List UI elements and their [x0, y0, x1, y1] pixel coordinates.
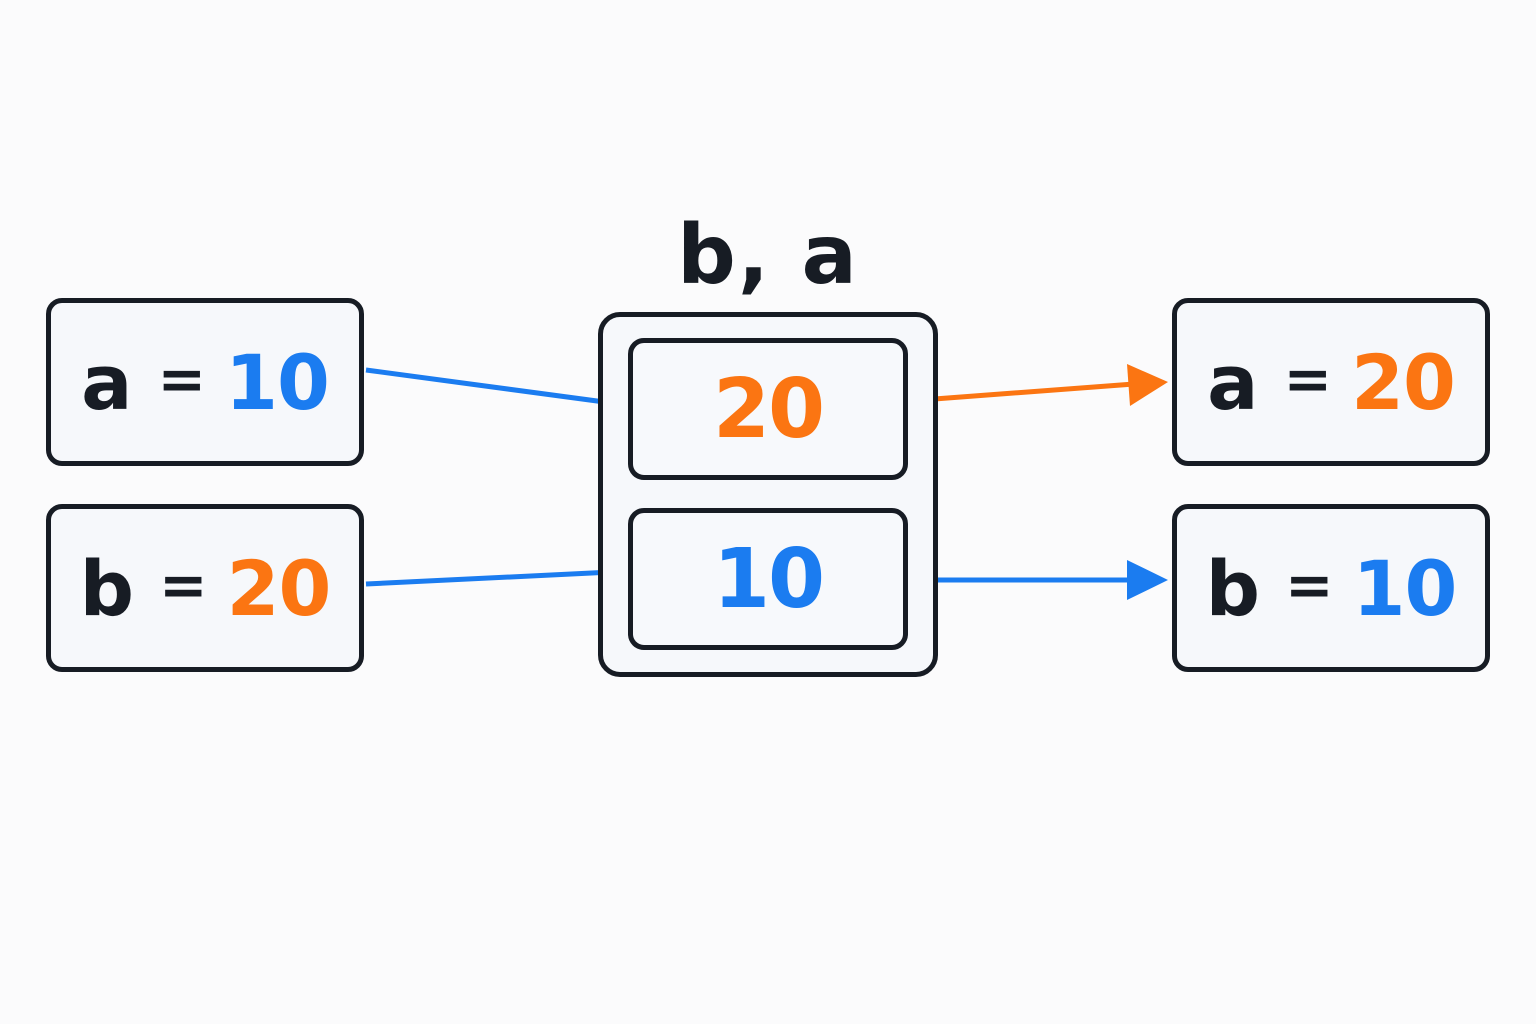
before-b-value: 20 — [226, 543, 332, 633]
tuple-bottom-value: 10 — [712, 531, 825, 627]
before-a-equals: = — [157, 345, 206, 413]
after-a-equals: = — [1283, 345, 1332, 413]
before-b-name: b — [79, 543, 134, 633]
before-a-box: a = 10 — [46, 298, 364, 466]
tuple-label: b, a — [677, 208, 859, 303]
tuple-top-value: 20 — [712, 361, 825, 457]
arrow-tuple-to-a — [907, 381, 1135, 404]
after-b-box: b = 10 — [1172, 504, 1490, 672]
arrow-a-to-tuple — [365, 367, 613, 406]
after-b-name: b — [1205, 543, 1260, 633]
before-b-equals: = — [159, 551, 208, 619]
after-b-value: 10 — [1352, 543, 1458, 633]
before-b-box: b = 20 — [46, 504, 364, 672]
arrow-tuple-to-a-head — [1127, 364, 1168, 406]
arrow-tuple-to-b-head — [1127, 560, 1168, 600]
after-b-equals: = — [1285, 551, 1334, 619]
after-a-value: 20 — [1351, 337, 1456, 427]
tuple-top-cell: 20 — [628, 338, 908, 480]
tuple-bottom-cell: 10 — [628, 508, 908, 650]
before-a-name: a — [81, 337, 132, 427]
before-a-value: 10 — [225, 337, 330, 427]
after-a-name: a — [1207, 337, 1258, 427]
after-a-box: a = 20 — [1172, 298, 1490, 466]
arrow-b-to-tuple — [365, 569, 613, 587]
